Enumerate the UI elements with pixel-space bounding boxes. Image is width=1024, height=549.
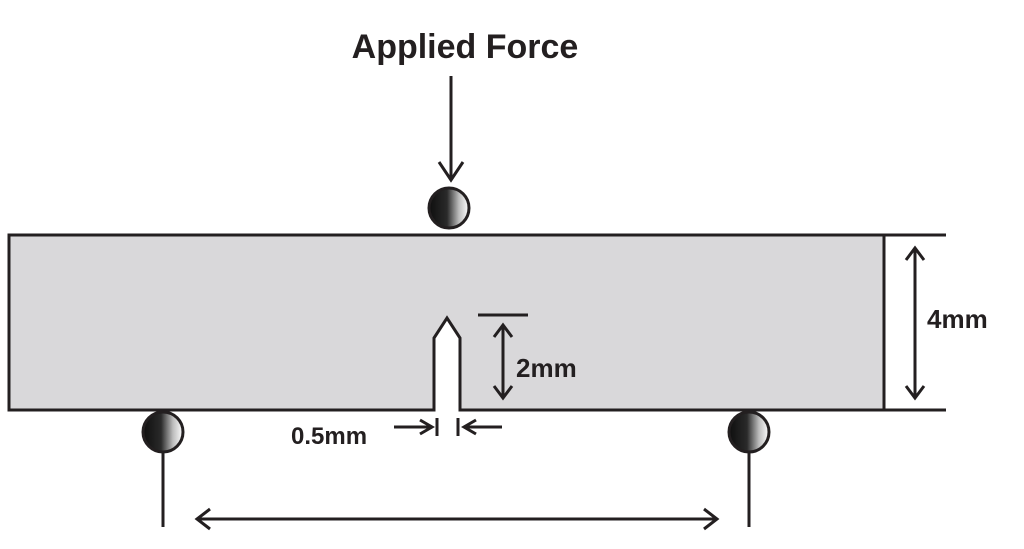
- thickness-dimension: [884, 233, 946, 412]
- notch-width-label: 0.5mm: [291, 423, 367, 450]
- notch-depth-label: 2mm: [516, 353, 577, 383]
- span-dimension: [194, 507, 720, 531]
- left-support: [141, 410, 185, 527]
- thickness-label: 4mm: [927, 304, 988, 334]
- notch-depth-dimension: [478, 313, 528, 401]
- applied-force-label: Applied Force: [352, 28, 579, 66]
- notch-width-dimension: [394, 418, 502, 436]
- right-support: [727, 410, 771, 527]
- notched-specimen: [7, 233, 886, 412]
- loading-roller: [427, 186, 471, 230]
- applied-force-arrow: [437, 76, 465, 183]
